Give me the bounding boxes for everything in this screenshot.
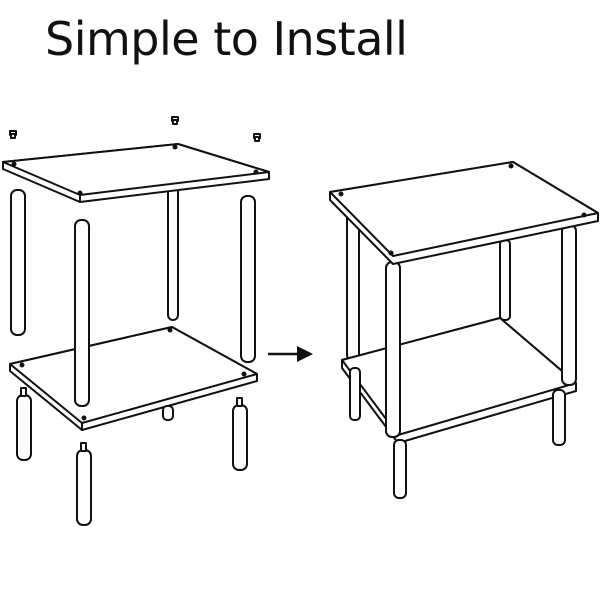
- upper-pole: [240, 195, 256, 363]
- assembled-view: [329, 161, 599, 499]
- exploded-view: [2, 116, 270, 526]
- arrow-right-icon: [268, 346, 313, 362]
- lower-leg: [16, 387, 248, 526]
- upper-pole: [167, 184, 179, 321]
- top-shelf: [2, 143, 270, 203]
- page-title: Simple to Install: [45, 12, 408, 66]
- bottom-shelf: [9, 326, 258, 431]
- upper-pole: [10, 189, 26, 336]
- upper-pole: [74, 219, 90, 407]
